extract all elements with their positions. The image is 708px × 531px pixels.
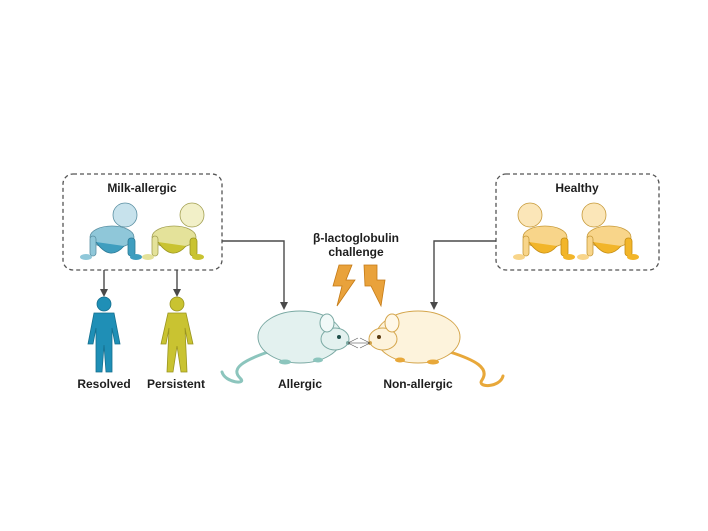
allergic-mouse-icon [220,310,359,384]
resolved-person-icon [87,296,121,373]
baby-orange-icon-2 [577,202,639,260]
lightning-bolt-left-icon [332,264,356,307]
lightning-bolt-right-icon [363,264,386,308]
healthy-box [495,173,660,271]
arrow-to-non-allergic-mouse [430,240,496,310]
resolved-label: Resolved [77,377,130,391]
arrow-to-allergic-mouse [222,240,288,310]
allergic-mouse-label: Allergic [278,377,322,391]
challenge-label-line2: challenge [328,245,384,259]
milk-allergic-label: Milk-allergic [107,181,177,195]
persistent-person-icon [160,296,194,373]
baby-yellow-icon [142,202,205,260]
milk-allergic-box [62,173,223,271]
healthy-label: Healthy [555,181,599,195]
non-allergic-mouse-label: Non-allergic [383,377,453,391]
baby-blue-icon [80,202,142,260]
challenge-label-line1: β-lactoglobulin [313,231,399,245]
non-allergic-mouse-icon [359,310,505,387]
baby-orange-icon-1 [513,202,575,260]
persistent-label: Persistent [147,377,205,391]
